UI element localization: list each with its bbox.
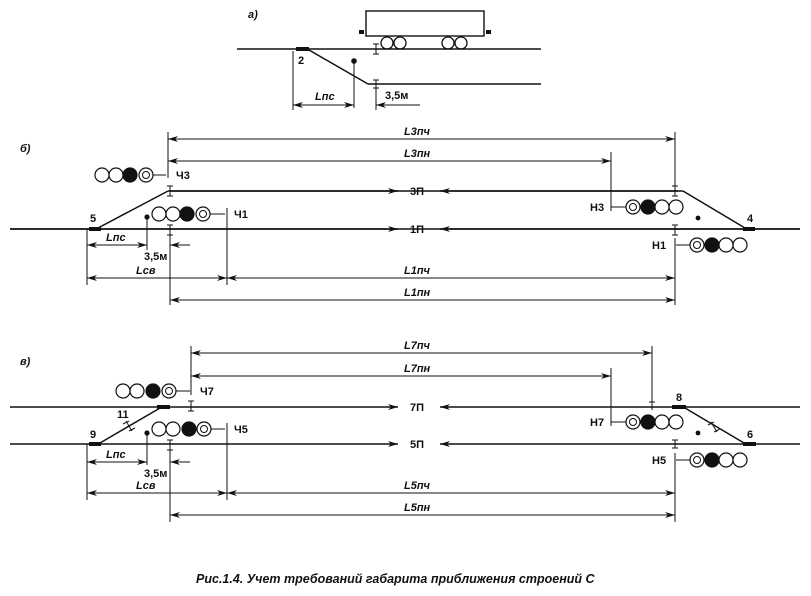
switch-8-frog [672, 405, 686, 409]
panel-v-label: в) [20, 356, 31, 368]
signal-n3-icon [611, 199, 701, 221]
switch-number-11: 11 [117, 409, 129, 421]
signal-n7-label: Н7 [590, 417, 604, 429]
wagon-icon [359, 10, 491, 50]
signal-n5-label: Н5 [652, 455, 666, 467]
signal-ch3-icon [94, 167, 166, 183]
switch-11-frog [157, 405, 170, 409]
signal-ch5-icon [144, 421, 225, 437]
diverging-track [308, 49, 369, 85]
switch-number-4: 4 [747, 213, 754, 225]
signal-ch7-icon [115, 383, 190, 399]
signal-ch7-label: Ч7 [200, 386, 214, 398]
dim-l1pn-label: L1пн [404, 287, 431, 299]
panel-b-label: б) [20, 143, 31, 155]
signal-ch1-label: Ч1 [234, 209, 248, 221]
signal-n1-label: Н1 [652, 240, 666, 252]
dim-lsv-label: Lсв [136, 480, 156, 492]
dim-l3pch-label: L3пч [404, 126, 431, 138]
dim-l5pn-label: L5пн [404, 502, 431, 514]
figure-caption: Рис.1.4. Учет требований габарита прибли… [196, 572, 595, 586]
switch-number-9: 9 [90, 429, 96, 441]
dim-lps-label: Lпс [315, 91, 335, 103]
signal-n1-icon [676, 237, 748, 253]
switch-number-2: 2 [298, 55, 304, 67]
dim-l7pn-label: L7пн [404, 363, 431, 375]
track-1p-label: 1П [410, 224, 424, 236]
dim-35-label: 3,5м [385, 90, 408, 102]
signal-ch1-icon [144, 206, 225, 222]
switch-9-frog [89, 442, 101, 446]
panel-v: в) 7П 5П 9 11 8 6 [10, 340, 800, 522]
switch-6-frog [743, 442, 756, 446]
track-3p-label: 3П [410, 186, 424, 198]
signal-n3-label: Н3 [590, 202, 604, 214]
dim-l3pn-label: L3пн [404, 148, 431, 160]
dim-35-label: 3,5м [144, 468, 167, 480]
clearance-mark-icon [373, 43, 379, 89]
dim-lsv-label: Lсв [136, 265, 156, 277]
switch-number-6: 6 [747, 429, 753, 441]
switch-number-5: 5 [90, 213, 96, 225]
panel-b: б) 5 4 3П 1П Ч3 [10, 126, 800, 305]
clearance-mark-icon [122, 400, 721, 451]
switch-2-frog [296, 47, 309, 51]
signal-ch5-label: Ч5 [234, 424, 248, 436]
dim-l1pch-label: L1пч [404, 265, 431, 277]
panel-a-label: а) [248, 9, 258, 21]
track-5p-label: 5П [410, 439, 424, 451]
switch-number-8: 8 [676, 392, 682, 404]
signal-n5-icon [676, 452, 748, 468]
panel-a: а) 2 Lпс 3,5м [237, 9, 541, 110]
dim-lps-label: Lпс [106, 449, 126, 461]
dim-l5pch-label: L5пч [404, 480, 431, 492]
signal-ch3-label: Ч3 [176, 170, 190, 182]
dim-lps-label: Lпс [106, 232, 126, 244]
track-7p-label: 7П [410, 402, 424, 414]
dim-l7pch-label: L7пч [404, 340, 431, 352]
signal-n7-icon [611, 414, 701, 436]
dim-35-label: 3,5м [144, 251, 167, 263]
